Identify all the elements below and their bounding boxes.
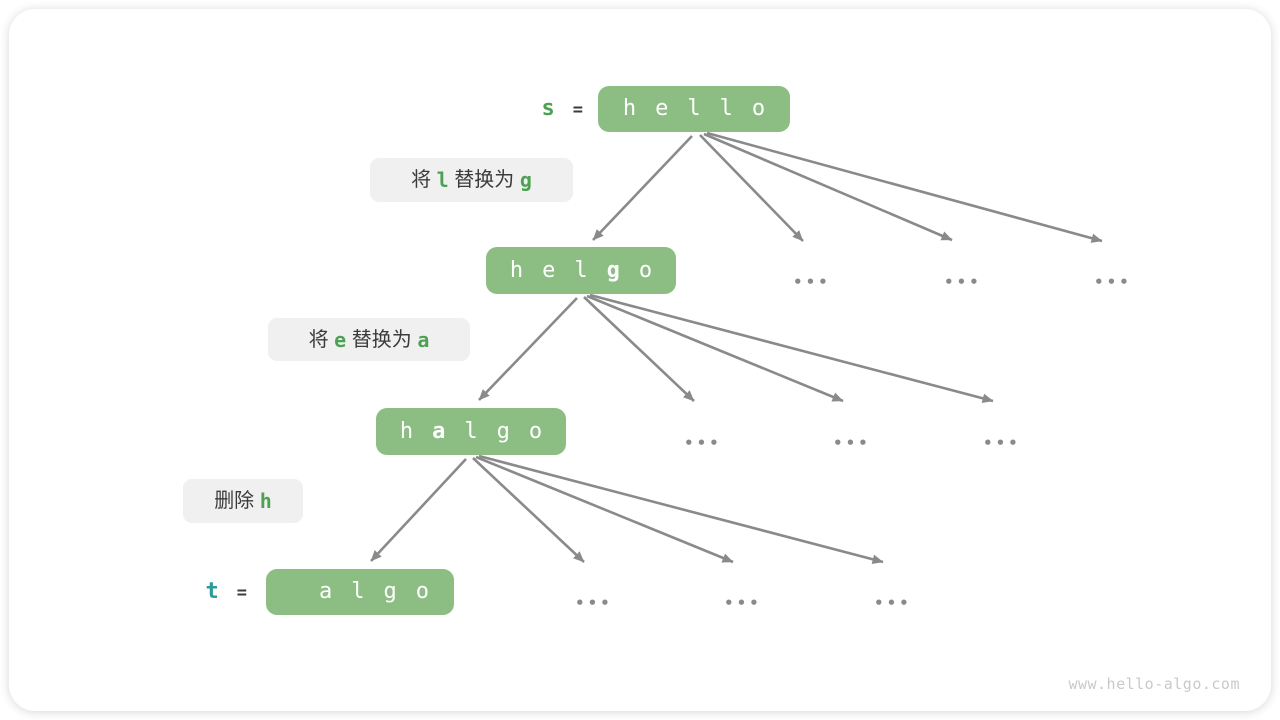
operation-char-highlight: e xyxy=(334,327,347,352)
variable-t-prefix: t = xyxy=(130,569,248,615)
operation-text: 替换为 xyxy=(346,328,418,351)
edge-hello-helgo xyxy=(592,135,693,241)
variable-s-label: s xyxy=(541,96,555,121)
node-char: h xyxy=(622,96,637,121)
node-char: h xyxy=(399,418,414,444)
edge-helgo-halgo xyxy=(478,297,578,401)
equals-sign: = xyxy=(572,99,583,120)
node-char: h xyxy=(509,257,524,283)
node-char: l xyxy=(574,257,588,283)
edge-hello-alt2 xyxy=(703,132,953,242)
edge-halgo-algo xyxy=(370,458,467,562)
node-char: o xyxy=(751,96,766,121)
operation-text: 将 xyxy=(308,328,335,351)
ellipsis-icon: ••• xyxy=(833,434,871,452)
watermark-text: www.hello-algo.com xyxy=(1068,675,1240,693)
operation-text: 替换为 xyxy=(448,169,520,191)
node-char: g xyxy=(496,418,510,444)
ellipsis-icon: ••• xyxy=(944,273,982,291)
operation-char-highlight: h xyxy=(259,489,272,513)
edge-helgo-alt2 xyxy=(586,294,844,403)
operation-label-replace-e-with-a: 将 e 替换为 a xyxy=(268,318,470,361)
ellipsis-icon: ••• xyxy=(684,434,722,452)
node-char: o xyxy=(638,257,653,283)
operation-char-highlight: a xyxy=(417,327,430,352)
node-char: g xyxy=(383,579,397,604)
node-char: l xyxy=(351,579,365,604)
operation-text: 将 xyxy=(411,169,437,191)
node-char: a xyxy=(319,579,333,604)
ellipsis-icon: ••• xyxy=(1094,273,1132,291)
node-char: e xyxy=(542,257,556,283)
node-char: l xyxy=(719,96,733,121)
node-char: e xyxy=(655,96,669,121)
operation-char-highlight: g xyxy=(519,168,532,192)
edge-halgo-alt2 xyxy=(475,455,734,564)
edge-hello-alt1 xyxy=(699,134,804,242)
edge-helgo-alt3 xyxy=(589,293,994,403)
operation-label-delete-h: 删除 h xyxy=(183,479,303,523)
edge-halgo-alt1 xyxy=(472,457,585,563)
edge-hello-alt3 xyxy=(706,131,1103,243)
operation-text: 删除 xyxy=(214,490,260,512)
node-char: o xyxy=(415,579,429,604)
variable-s-prefix: s = xyxy=(460,86,584,132)
ellipsis-icon: ••• xyxy=(874,594,912,612)
ellipsis-icon: ••• xyxy=(793,273,831,291)
ellipsis-icon: ••• xyxy=(575,594,613,612)
equals-sign: = xyxy=(236,582,247,603)
operation-char-highlight: l xyxy=(436,168,449,192)
node-char: a xyxy=(432,418,446,444)
ellipsis-icon: ••• xyxy=(983,434,1021,452)
edge-halgo-alt3 xyxy=(478,454,884,564)
edge-helgo-alt1 xyxy=(583,296,695,402)
ellipsis-icon: ••• xyxy=(724,594,762,612)
operation-label-replace-l-with-g: 将 l 替换为 g xyxy=(370,158,573,202)
node-char: l xyxy=(464,418,478,444)
node-char: g xyxy=(606,257,620,283)
variable-t-label: t xyxy=(205,579,219,604)
node-char: l xyxy=(687,96,701,121)
node-char: o xyxy=(528,418,543,444)
